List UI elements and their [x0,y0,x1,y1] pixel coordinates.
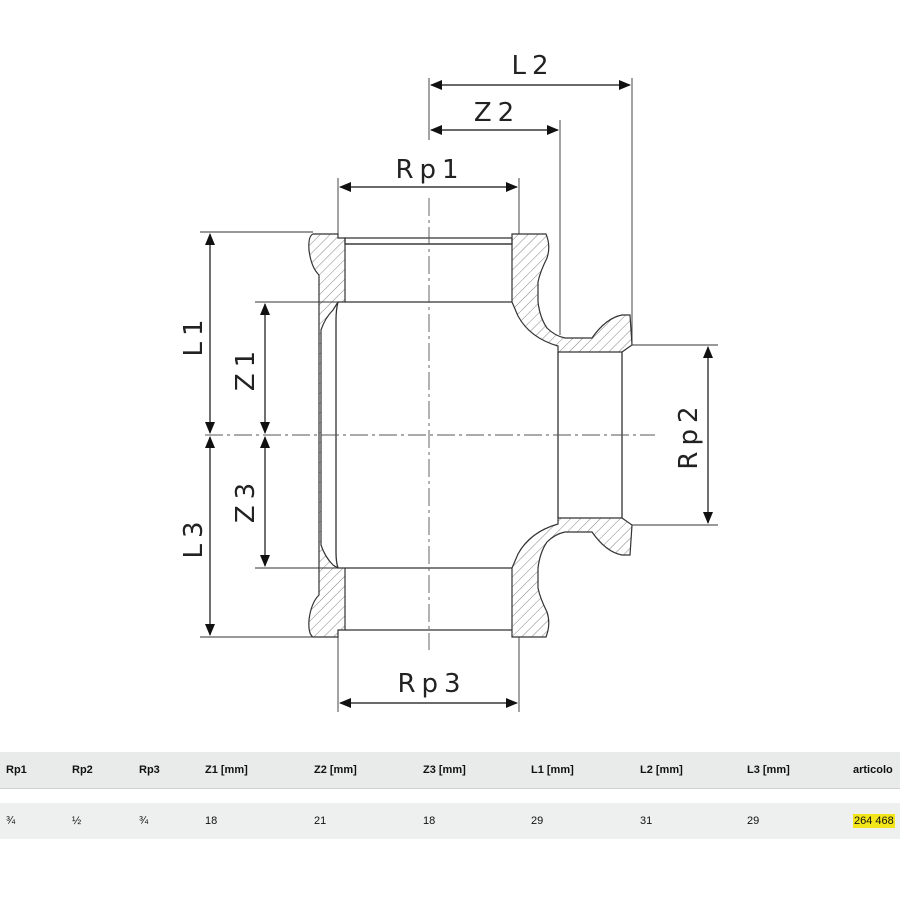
spec-table: Rp1 Rp2 Rp3 Z1 [mm] Z2 [mm] Z3 [mm] L1 [… [0,752,900,839]
header-l1: L1 [mm] [531,764,574,776]
dimension-lines [205,80,713,708]
tee-fitting-drawing: L2 Z2 Rp1 Rp3 L1 Z1 L3 Z3 Rp2 [179,51,718,712]
cell-rp1: ¾ [6,815,16,827]
header-rp3: Rp3 [139,764,160,776]
header-articolo: articolo [853,764,893,776]
bottom-right-wall [511,517,633,638]
fitting-walls [308,233,633,638]
label-rp1: Rp1 [395,155,464,185]
label-l3: L3 [179,515,209,558]
cell-z2: 21 [314,815,327,827]
dimension-labels: L2 Z2 Rp1 Rp3 L1 Z1 L3 Z3 Rp2 [179,51,704,699]
cell-articolo[interactable]: 264 468 [853,803,895,839]
label-rp3: Rp3 [397,669,466,699]
cell-l1: 29 [531,815,544,827]
cell-z3: 18 [423,815,436,827]
label-z3: Z3 [231,477,261,523]
cell-rp3: ¾ [139,815,149,827]
cell-l2: 31 [640,815,653,827]
center-lines [205,198,655,650]
cell-l3: 29 [747,815,760,827]
cell-rp2: ½ [72,815,82,827]
header-z2: Z2 [mm] [314,764,357,776]
spec-table-header: Rp1 Rp2 Rp3 Z1 [mm] Z2 [mm] Z3 [mm] L1 [… [0,752,900,789]
article-number[interactable]: 264 468 [853,814,895,828]
spec-table-spacer [0,789,900,803]
label-rp2: Rp2 [674,400,704,469]
label-z2: Z2 [474,98,520,128]
inner-outlines [335,243,623,631]
table-row: ¾ ½ ¾ 18 21 18 29 31 29 264 468 [0,803,900,839]
label-z1: Z1 [231,345,261,391]
header-l3: L3 [mm] [747,764,790,776]
header-l2: L2 [mm] [640,764,683,776]
cell-z1: 18 [205,815,218,827]
top-right-wall [511,233,633,353]
extension-lines [200,78,718,712]
label-l2: L2 [511,51,554,81]
header-z1: Z1 [mm] [205,764,248,776]
header-rp1: Rp1 [6,764,27,776]
top-inner-bore [344,237,513,245]
header-z3: Z3 [mm] [423,764,466,776]
label-l1: L1 [179,313,209,356]
left-wall [308,233,346,638]
header-rp2: Rp2 [72,764,93,776]
